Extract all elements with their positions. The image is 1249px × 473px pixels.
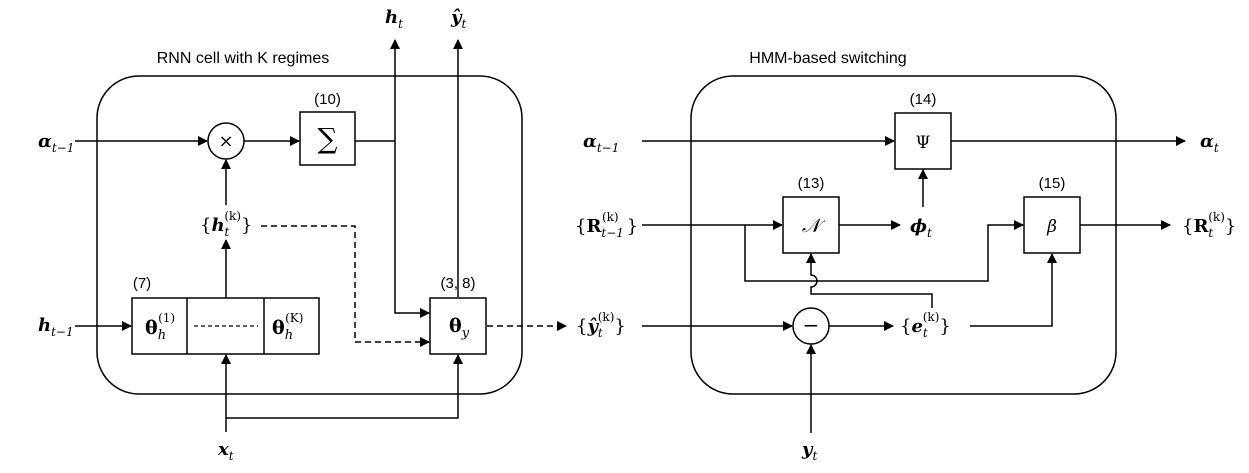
yhat-output-label: ŷt [450, 7, 466, 31]
theta-h-equation-ref: (7) [133, 275, 151, 292]
beta-equation-ref: (15) [1039, 175, 1066, 192]
hmm-switching-panel: HMM-based switching Ψ (14) 𝒩 (13) β (15)… [575, 50, 1236, 463]
R-output-set-label: {Rt(k)} [1182, 210, 1236, 240]
x-input-label: xt [217, 439, 234, 463]
phi-label: ϕt [910, 216, 932, 240]
yhat-set-label: {ŷt(k)} [576, 310, 626, 340]
alpha-prev-label: αt−1 [38, 131, 74, 155]
sum-symbol: ∑ [318, 122, 338, 155]
sum-block [299, 111, 356, 166]
theta-h1-label: θh(1) [145, 311, 175, 343]
normal-equation-ref: (13) [798, 175, 825, 192]
e-set-label: {et(k)} [900, 310, 951, 340]
edge-e-to-beta [970, 253, 1057, 327]
hmm-switching-title: HMM-based switching [749, 50, 906, 67]
R-prev-set-label: {Rt−1(k)} [575, 210, 638, 240]
edge-x-to-theta-y [226, 354, 463, 419]
theta-hK-label: θh(K) [272, 311, 303, 343]
hmm-alpha-output-label: αt [1200, 131, 1219, 155]
minus-symbol: − [803, 313, 820, 337]
rnn-cell-title: RNN cell with K regimes [157, 50, 329, 67]
theta-y-block [429, 297, 487, 355]
psi-symbol: Ψ [916, 133, 931, 153]
beta-symbol: β [1046, 217, 1057, 237]
hmm-alpha-prev-label: αt−1 [583, 131, 619, 155]
edge-e-to-normal [806, 253, 933, 308]
normal-symbol: 𝒩 [802, 215, 826, 237]
multiply-symbol: × [218, 131, 233, 152]
h-output-label: ht [385, 7, 403, 31]
psi-equation-ref: (14) [910, 91, 937, 108]
edge-hset-to-theta-y-dashed [261, 225, 430, 347]
h-set-label: {ht(k)} [200, 209, 252, 239]
edge-R-to-beta [744, 220, 1024, 282]
hmm-switching-boundary [690, 75, 1117, 395]
sum-equation-ref: (10) [314, 91, 341, 108]
rnn-cell-panel: RNN cell with K regimes × ∑ (10) (7) θh(… [38, 7, 626, 463]
edge-h-to-theta-y [394, 141, 430, 318]
rnn-cell-boundary [96, 75, 523, 395]
y-input-label: yt [801, 439, 817, 463]
h-prev-label: ht−1 [38, 315, 74, 339]
normal-block [782, 196, 840, 254]
theta-y-label: θy [449, 315, 470, 341]
